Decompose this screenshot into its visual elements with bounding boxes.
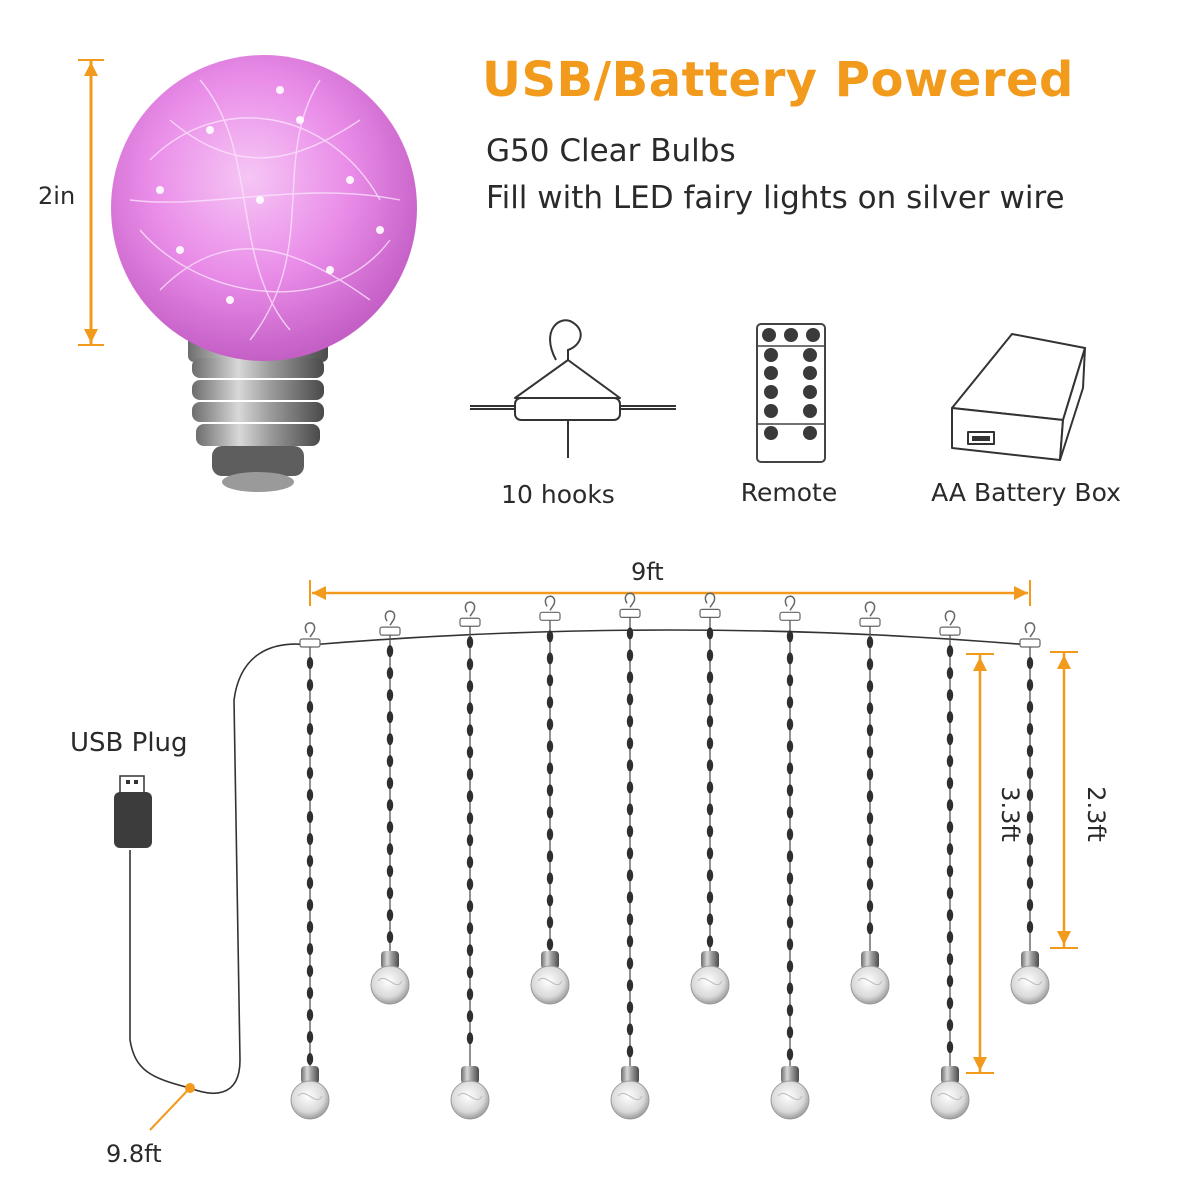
strand [690, 592, 730, 1005]
page-title: USB/Battery Powered [482, 52, 1074, 108]
strand [850, 601, 890, 1005]
curtain-strands [290, 592, 1050, 1120]
bulb-height-arrow [78, 59, 104, 346]
short-drop-arrow [1050, 651, 1078, 949]
bulb-height-label: 2in [38, 182, 76, 210]
hook-icon [470, 319, 676, 458]
remote-icon [756, 323, 826, 463]
usb-plug-icon [114, 775, 152, 848]
strand [930, 610, 970, 1120]
width-arrow [309, 580, 1031, 606]
battery-box-label: AA Battery Box [931, 478, 1121, 507]
bulb-type-text: G50 Clear Bulbs [486, 133, 736, 169]
usb-plug-label: USB Plug [70, 728, 188, 758]
g50-bulb-image [111, 55, 417, 492]
strand [770, 595, 810, 1120]
bulb-fill-text: Fill with LED fairy lights on silver wir… [486, 180, 1065, 216]
curtain-width-label: 9ft [631, 558, 664, 586]
lead-length-marker [149, 1083, 195, 1131]
battery-box-icon [951, 333, 1086, 461]
strand [530, 595, 570, 1005]
strand [1010, 622, 1050, 1005]
remote-label: Remote [740, 478, 838, 507]
strand [370, 610, 410, 1005]
strand [290, 622, 330, 1120]
long-drop-arrow [966, 653, 994, 1074]
hooks-label: 10 hooks [501, 480, 615, 509]
lead-wire [129, 629, 1031, 1094]
strand [450, 601, 490, 1120]
lead-length-label: 9.8ft [106, 1140, 162, 1168]
strand [610, 592, 650, 1120]
